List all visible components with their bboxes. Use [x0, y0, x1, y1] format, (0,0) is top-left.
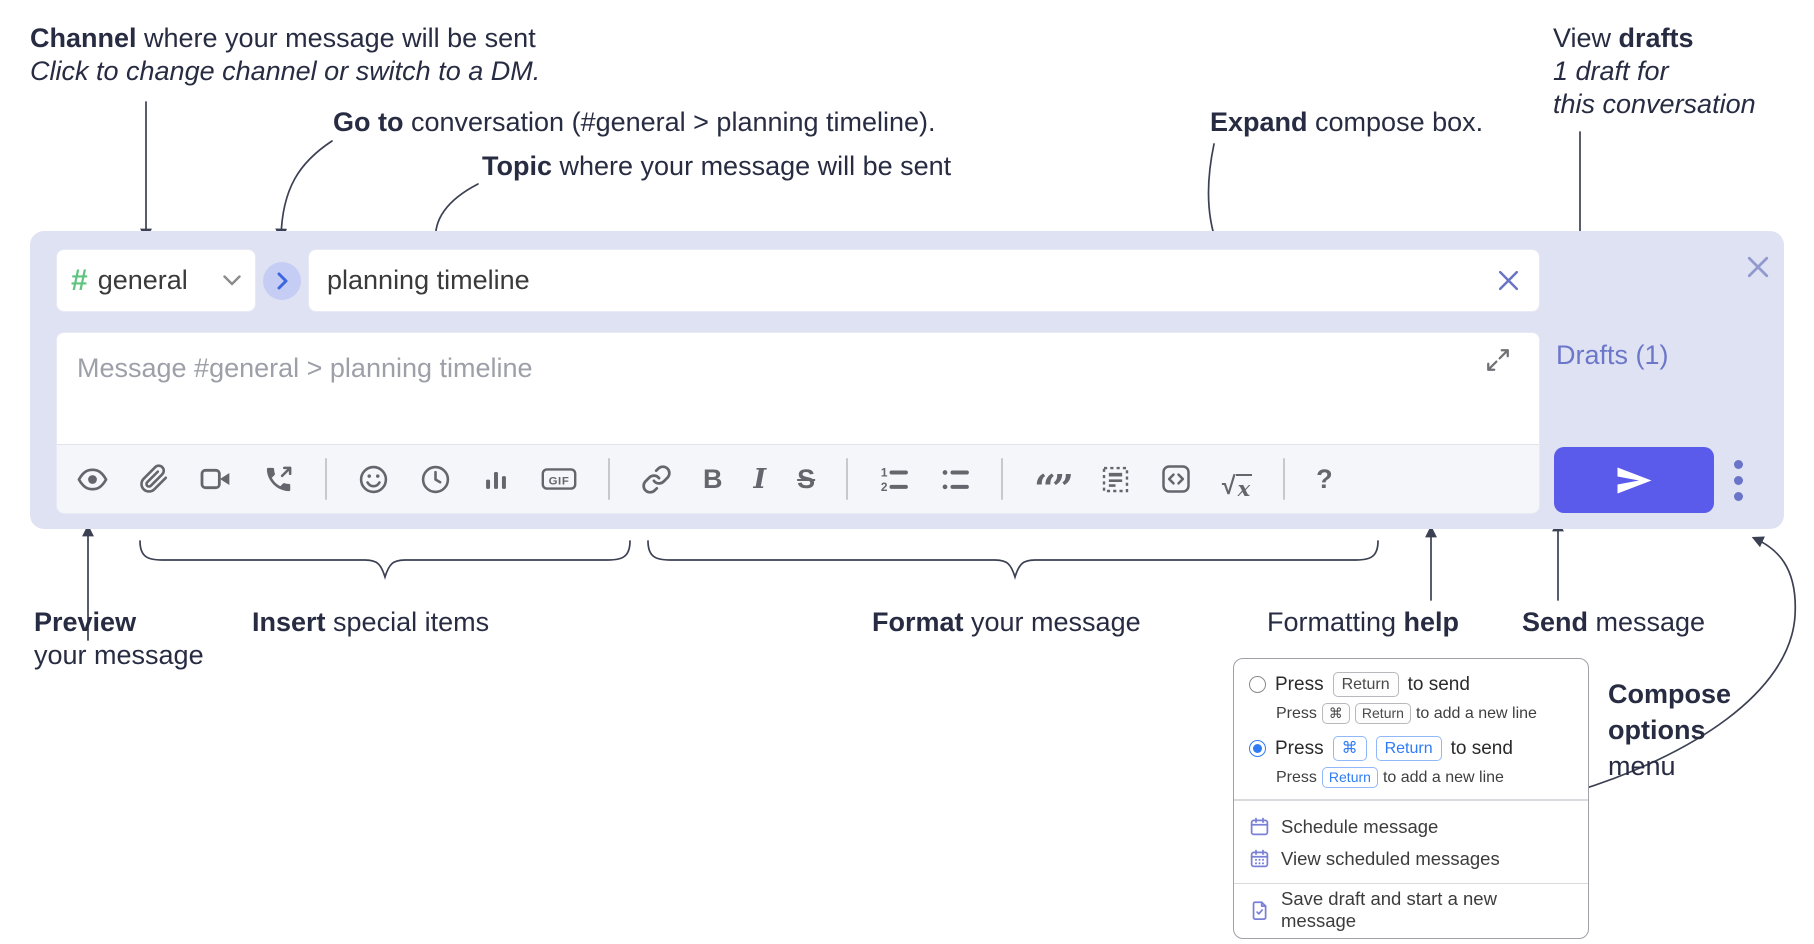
message-placeholder: Message #general > planning timeline: [77, 353, 533, 383]
toolbar-divider: [608, 458, 610, 500]
radio-selected[interactable]: [1249, 740, 1266, 757]
toolbar-divider: [1283, 458, 1286, 500]
goto-conversation-button[interactable]: [263, 262, 301, 300]
toolbar-divider: [846, 458, 849, 500]
kbd-return: Return: [1354, 703, 1411, 724]
view-scheduled-messages-item[interactable]: View scheduled messages: [1249, 843, 1573, 875]
gif-icon[interactable]: GIF: [541, 457, 577, 501]
code-icon[interactable]: [1161, 457, 1191, 501]
channel-selector[interactable]: # general: [56, 249, 256, 312]
poll-icon[interactable]: [482, 457, 510, 501]
math-icon[interactable]: √x: [1221, 472, 1253, 501]
schedule-section: Schedule message View scheduled messages: [1234, 801, 1588, 883]
schedule-message-item[interactable]: Schedule message: [1249, 811, 1573, 843]
save-draft-icon: [1252, 900, 1267, 920]
chevron-down-icon: [223, 275, 241, 286]
clear-topic-button[interactable]: [1496, 268, 1521, 293]
annotation-expand: Expand compose box.: [1210, 107, 1484, 137]
drafts-link[interactable]: Drafts (1): [1556, 340, 1669, 370]
emoji-icon[interactable]: [358, 457, 389, 501]
link-icon[interactable]: [641, 457, 672, 501]
close-icon: [1498, 270, 1519, 291]
dot: [1733, 459, 1743, 469]
send-icon: [1617, 467, 1651, 493]
popup-divider: [1234, 882, 1588, 884]
arrow-goto: [275, 140, 333, 241]
expand-icon: [1487, 349, 1509, 371]
toolbar-divider: [325, 458, 327, 500]
compose-box: # general planning timeline Message #gen…: [30, 231, 1784, 529]
kbd-cmd: ⌘: [1332, 736, 1367, 761]
italic-icon[interactable]: I: [753, 463, 767, 495]
topic-value: planning timeline: [327, 265, 530, 295]
annotation-insert: Insert special items: [252, 607, 490, 637]
calendar-icon: [1250, 817, 1269, 836]
chevron-right-icon: [277, 272, 287, 290]
save-draft-item[interactable]: Save draft and start a new message: [1249, 888, 1573, 931]
message-formatting-help-icon[interactable]: ?: [1316, 463, 1333, 494]
close-icon: [1747, 256, 1769, 278]
popup-divider: [1234, 799, 1588, 801]
toolbar-divider: [1001, 458, 1004, 500]
expand-compose-button[interactable]: [1485, 347, 1511, 373]
draft-section: Save draft and start a new message: [1234, 884, 1588, 934]
brace-insert: [139, 540, 631, 580]
spoiler-icon[interactable]: [1101, 457, 1130, 501]
video-call-icon[interactable]: [200, 457, 232, 501]
close-compose-button[interactable]: [1742, 251, 1774, 283]
annotation-channel: Channel where your message will be sent …: [30, 23, 541, 86]
annotation-goto: Go to conversation (#general > planning …: [333, 107, 936, 137]
svg-text:2: 2: [881, 480, 888, 494]
strikethrough-icon[interactable]: S: [797, 463, 816, 494]
annotation-topic: Topic where your message will be sent: [482, 151, 952, 181]
bold-icon[interactable]: B: [703, 463, 723, 494]
annotation-preview: Preview your message: [34, 607, 204, 670]
svg-text:GIF: GIF: [549, 475, 570, 487]
annotation-formatting-help: Formatting help: [1267, 607, 1460, 637]
kbd-return: Return: [1332, 672, 1399, 697]
compose-options-menu-button[interactable]: [1724, 452, 1752, 508]
kbd-return: Return: [1375, 736, 1442, 761]
dot: [1733, 491, 1743, 501]
kbd-return: Return: [1321, 767, 1378, 788]
quote-icon[interactable]: “”: [1034, 465, 1074, 511]
message-textarea[interactable]: Message #general > planning timeline: [56, 332, 1540, 445]
annotation-view-drafts: View drafts 1 draft for this conversatio…: [1553, 23, 1756, 119]
svg-text:1: 1: [881, 466, 888, 480]
attach-file-icon[interactable]: [139, 457, 169, 501]
kbd-cmd: ⌘: [1321, 703, 1350, 724]
bulleted-list-icon[interactable]: [940, 457, 970, 501]
topic-input[interactable]: planning timeline: [308, 249, 1540, 312]
channel-name: general: [97, 265, 188, 295]
channel-hash-icon: #: [71, 263, 88, 297]
annotation-compose-options: Compose options menu: [1608, 679, 1732, 781]
send-button[interactable]: [1554, 447, 1714, 513]
brace-format: [647, 540, 1379, 580]
radio-unselected[interactable]: [1249, 676, 1266, 693]
annotation-send-message: Send message: [1522, 607, 1706, 637]
calendar-dates-icon: [1250, 849, 1269, 868]
time-icon[interactable]: [420, 457, 451, 501]
audio-call-icon[interactable]: [263, 457, 294, 501]
dot: [1733, 475, 1743, 485]
preview-icon[interactable]: [77, 457, 108, 501]
annotation-format: Format your message: [872, 607, 1141, 637]
